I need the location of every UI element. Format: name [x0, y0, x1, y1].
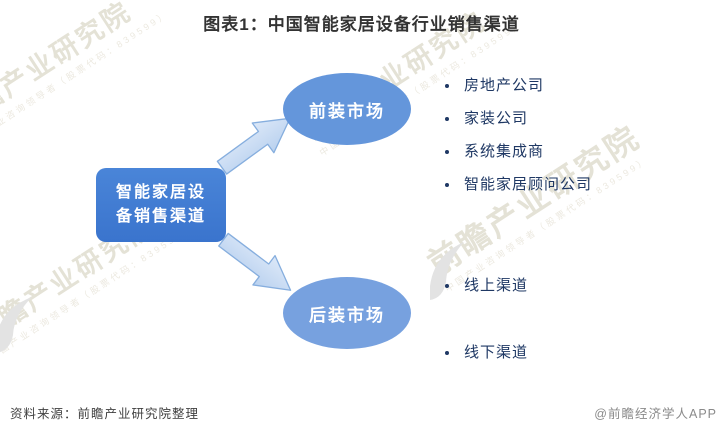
arrow-to-post-market-icon [218, 232, 292, 291]
list-item-label: 线上渠道 [464, 277, 529, 294]
arrow-to-pre-market-icon [216, 117, 291, 175]
list-item: 智能家居顾问公司 [445, 175, 592, 195]
list-item: 系统集成商 [445, 142, 592, 162]
source-note: 资料来源：前瞻产业研究院整理 [10, 407, 200, 421]
bullet-icon [445, 351, 449, 355]
node-post-market: 后装市场 [283, 277, 411, 349]
bullet-icon [445, 84, 449, 88]
list-item: 线下渠道 [445, 343, 528, 363]
root-node: 智能家居设备销售渠道 [96, 168, 226, 242]
post-market-item-list: 线上渠道 线下渠道 [445, 276, 528, 410]
list-item-label: 家装公司 [464, 110, 529, 127]
node-pre-market-label: 前装市场 [309, 101, 385, 121]
bullet-icon [445, 284, 449, 288]
node-pre-market: 前装市场 [283, 73, 411, 145]
list-item: 线上渠道 [445, 276, 528, 296]
bullet-icon [445, 117, 449, 121]
root-node-label: 智能家居设备销售渠道 [115, 184, 206, 225]
app-credit: @前瞻经济学人APP [594, 407, 717, 421]
bullet-icon [445, 183, 449, 187]
watermark-small-text: 中国产业咨询领导者（股票代码：839599） [0, 222, 195, 362]
bullet-icon [445, 150, 449, 154]
list-item: 家装公司 [445, 109, 592, 129]
list-item-label: 房地产公司 [464, 77, 545, 94]
pre-market-item-list: 房地产公司 家装公司 系统集成商 智能家居顾问公司 [445, 76, 592, 208]
chart-title: 图表1：中国智能家居设备行业销售渠道 [203, 15, 520, 34]
list-item: 房地产公司 [445, 76, 592, 96]
qianzhan-logo-watermark-icon [0, 297, 32, 353]
list-item-label: 系统集成商 [464, 143, 545, 160]
list-item-label: 智能家居顾问公司 [464, 176, 593, 193]
node-post-market-label: 后装市场 [309, 305, 385, 325]
list-item-label: 线下渠道 [464, 344, 529, 361]
